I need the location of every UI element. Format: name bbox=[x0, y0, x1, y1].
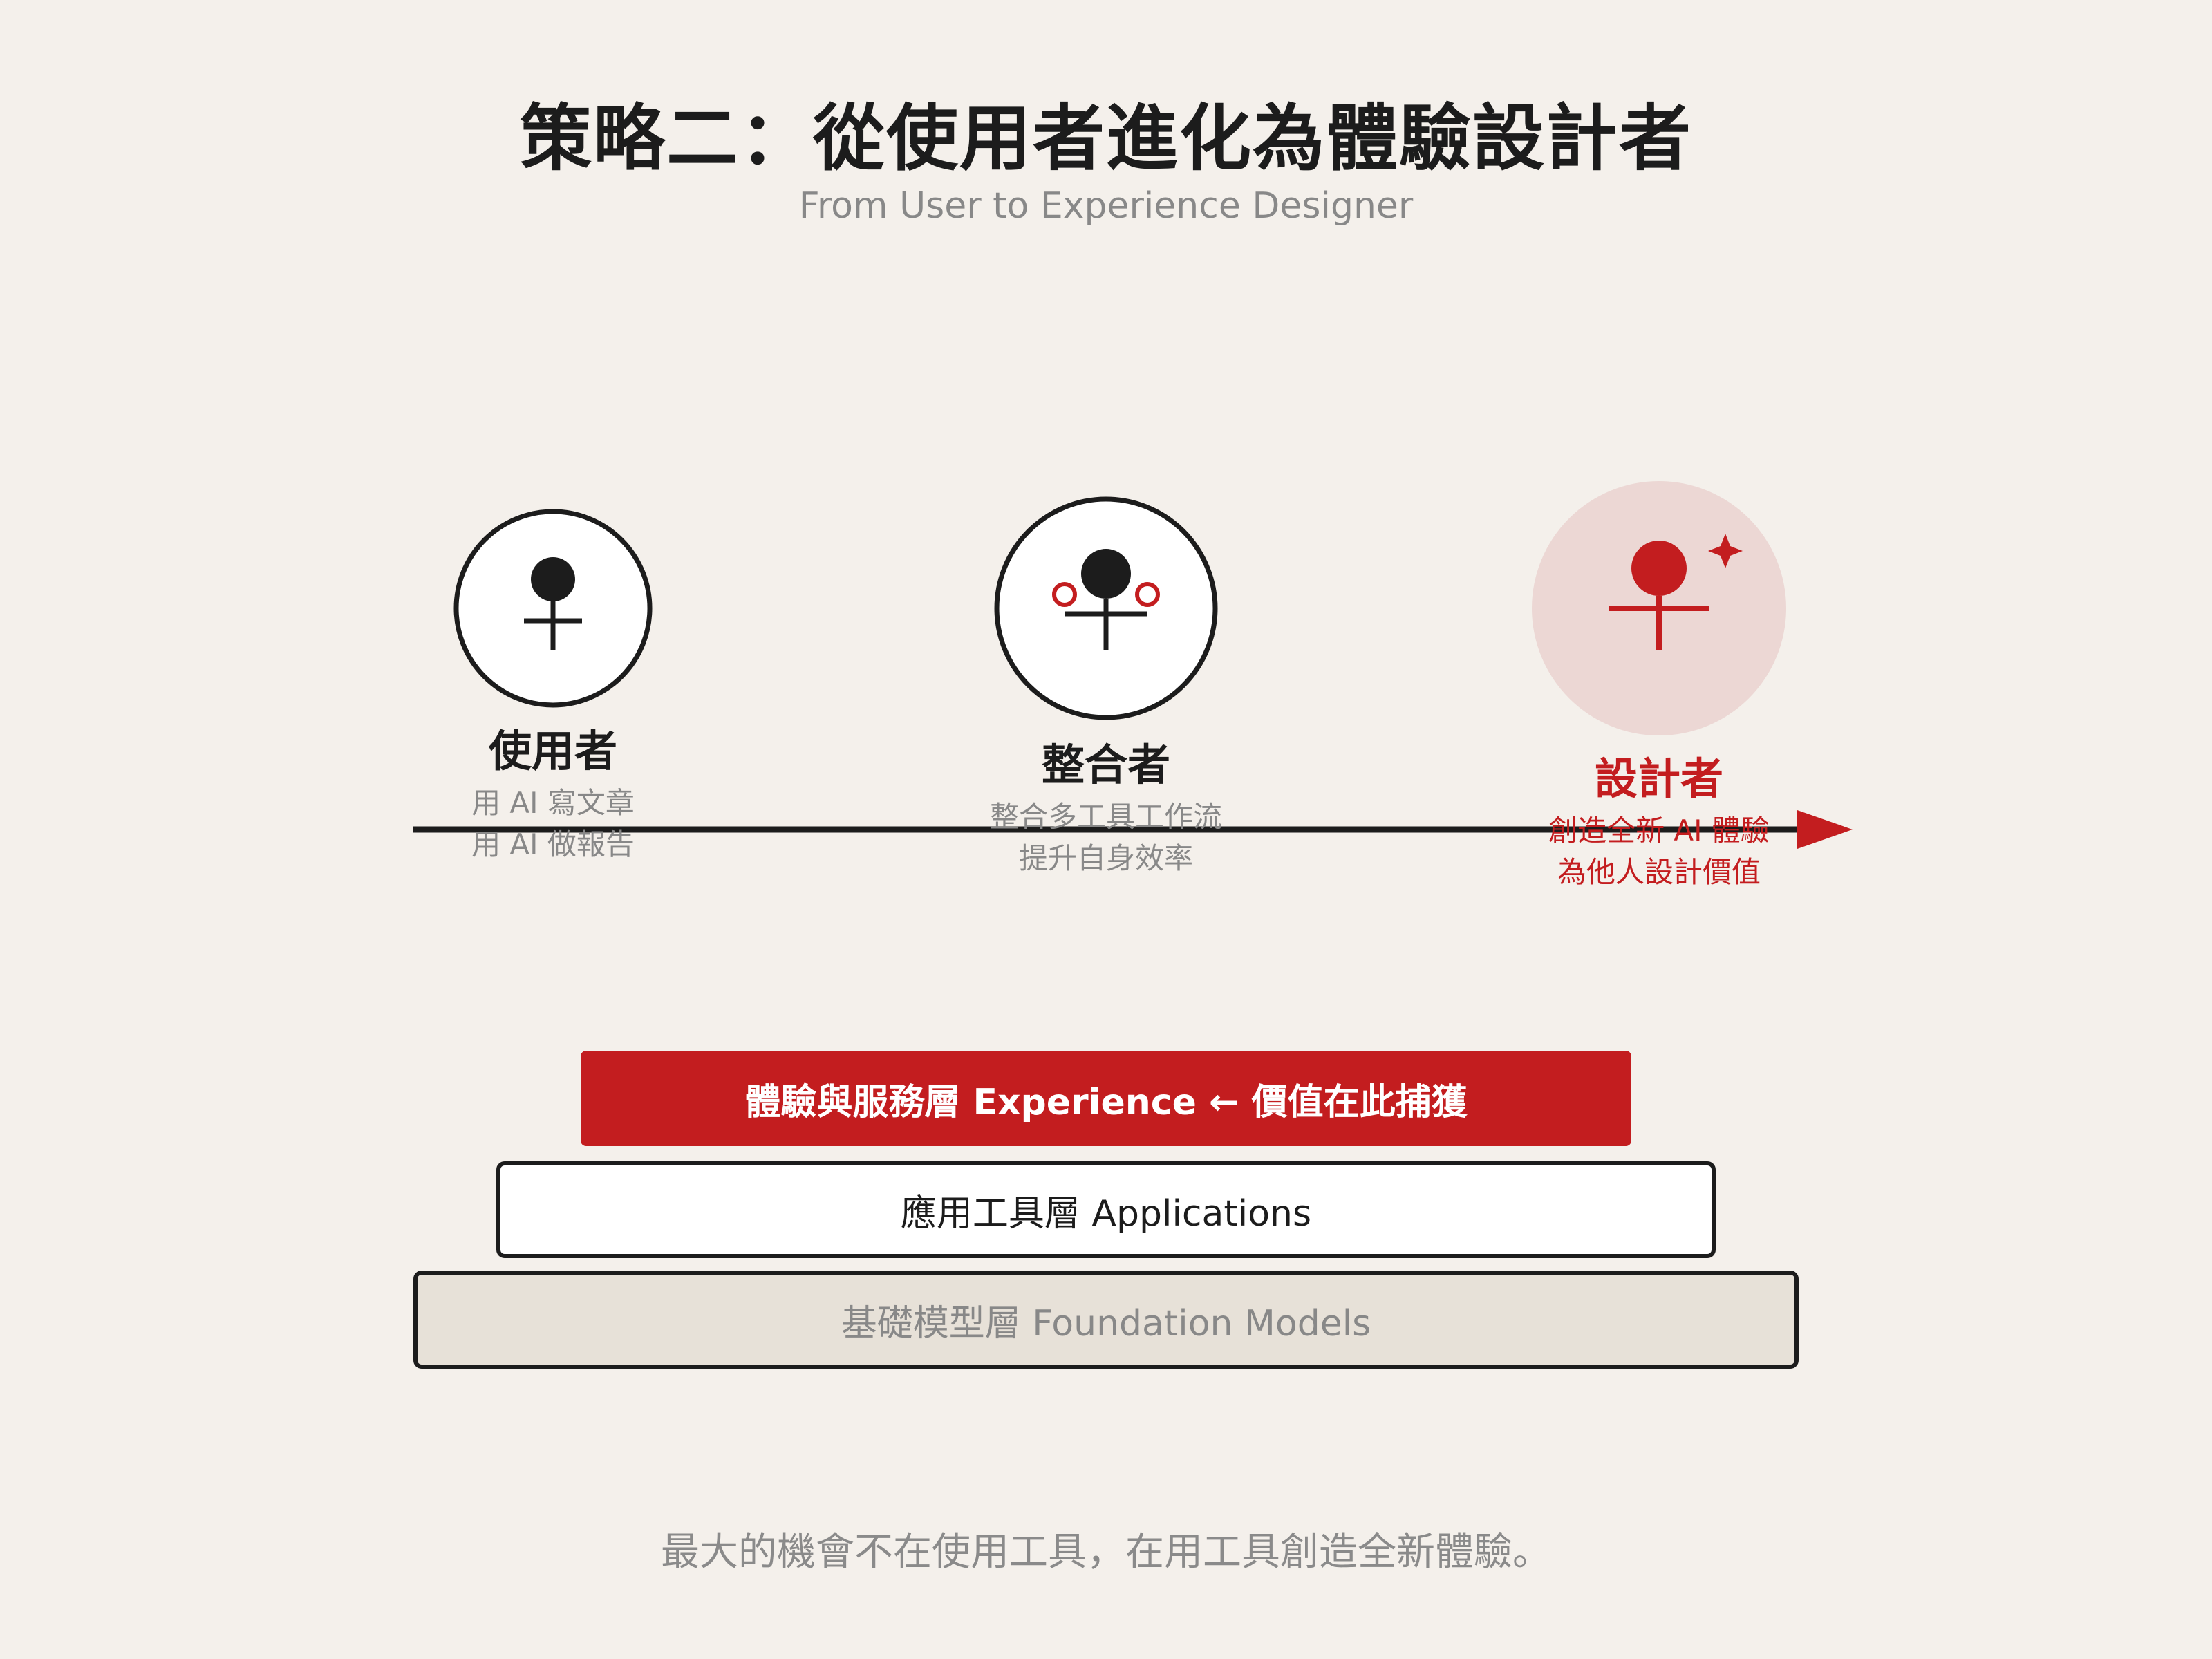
page-subtitle: From User to Experience Designer bbox=[798, 185, 1414, 227]
timeline-arrowhead-icon bbox=[1797, 810, 1853, 849]
stage-integrator: 整合者 整合多工具工作流 提升自身效率 bbox=[899, 730, 1313, 879]
stage-user-line-2: 用 AI 做報告 bbox=[471, 827, 635, 861]
footer-caption: 最大的機會不在使用工具，在用工具創造全新體驗。 bbox=[661, 1530, 1551, 1575]
stage-integrator-line-2: 提升自身效率 bbox=[1018, 841, 1193, 875]
integrator-icon bbox=[994, 496, 1218, 720]
stage-designer-line-2: 為他人設計價值 bbox=[1557, 855, 1761, 889]
designer-sparkle-icon bbox=[1532, 481, 1786, 735]
stage-integrator-title: 整合者 bbox=[1041, 740, 1170, 790]
stage-user-line-1: 用 AI 寫文章 bbox=[471, 786, 635, 820]
page-title: 策略二：從使用者進化為體驗設計者 bbox=[519, 96, 1692, 180]
progression-diagram bbox=[413, 481, 1853, 849]
stage-integrator-line-1: 整合多工具工作流 bbox=[989, 800, 1222, 834]
layer-experience: 體驗與服務層 Experience ← 價值在此捕獲 bbox=[581, 1051, 1631, 1146]
layer-foundation: 基礎模型層 Foundation Models bbox=[413, 1271, 1799, 1369]
stage-user-title: 使用者 bbox=[488, 726, 617, 776]
stage-user: 使用者 用 AI 寫文章 用 AI 做報告 bbox=[346, 716, 760, 865]
stage-designer-title: 設計者 bbox=[1594, 753, 1723, 804]
layer-applications: 應用工具層 Applications bbox=[496, 1161, 1716, 1258]
user-icon bbox=[453, 509, 653, 708]
stage-designer-line-1: 創造全新 AI 體驗 bbox=[1548, 814, 1770, 847]
stage-designer: 設計者 創造全新 AI 體驗 為他人設計價值 bbox=[1452, 744, 1866, 893]
